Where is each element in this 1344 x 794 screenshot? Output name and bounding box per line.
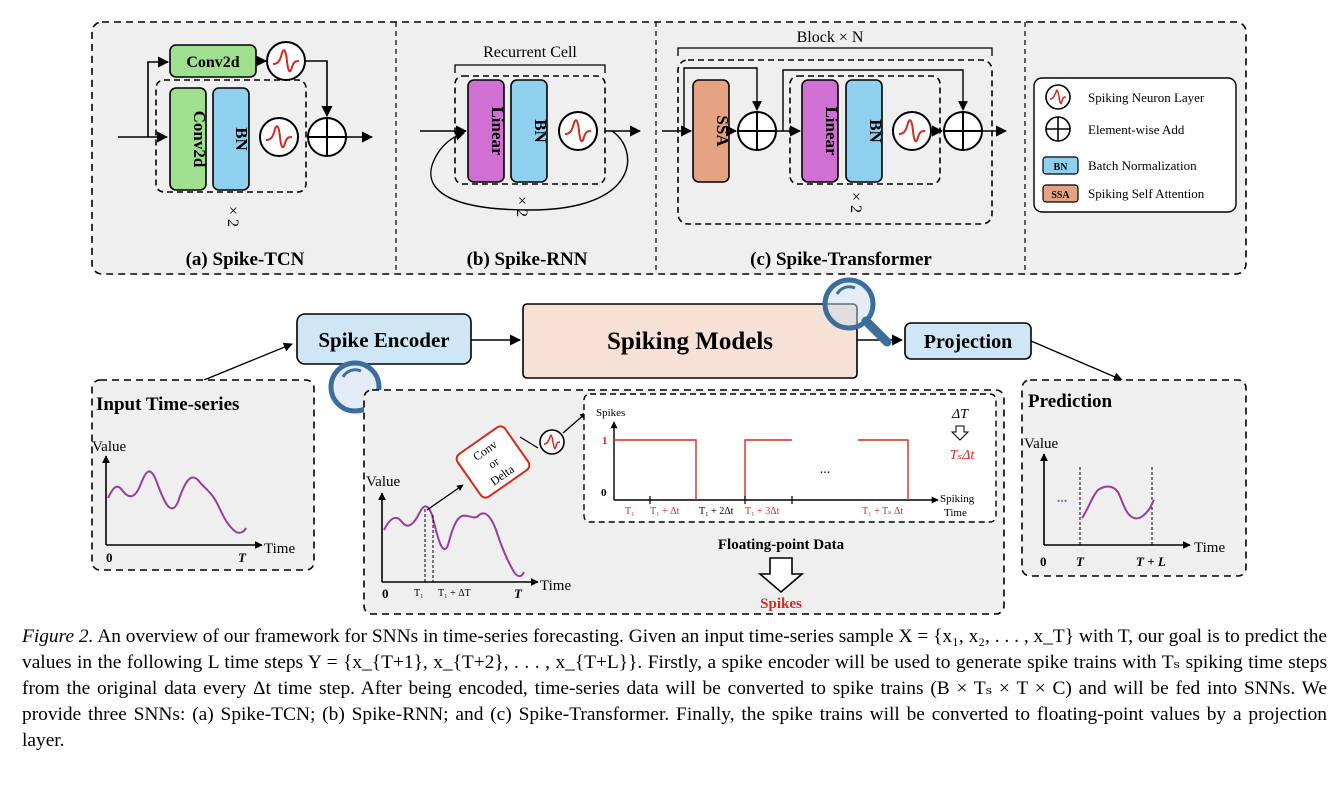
spike-transformer-block: Block × N SSA Linear BN × 2 (c) Spike-Tr… — [662, 29, 1008, 270]
recurrent-cell-label: Recurrent Cell — [483, 44, 577, 61]
legend-neuron-label: Spiking Neuron Layer — [1088, 90, 1205, 105]
input-series-line — [107, 470, 247, 534]
enc-xT: T — [514, 586, 523, 601]
spiking-models-box — [522, 303, 858, 379]
element-wise-add-icon — [1045, 116, 1071, 142]
linear-box — [801, 79, 839, 183]
input-series-panel — [91, 379, 315, 571]
pred-ylabel: Value — [1024, 436, 1058, 452]
tcn-title: (a) Spike-TCN — [186, 249, 305, 270]
conv2d-box — [169, 87, 207, 191]
pred-xlabel: Time — [1194, 540, 1225, 556]
ssa-badge — [1042, 184, 1079, 203]
input-xT: T — [238, 550, 247, 565]
element-wise-add-icon — [307, 117, 347, 157]
spikes-ellipsis: ... — [820, 462, 831, 477]
figure-caption: Figure 2. An overview of our framework f… — [22, 624, 1327, 754]
enc-series-line — [383, 505, 525, 578]
bn-label: BN — [531, 119, 550, 143]
transformer-title: (c) Spike-Transformer — [750, 249, 932, 270]
big-down-arrow-icon — [757, 557, 805, 594]
bn-badge — [1042, 156, 1079, 175]
spike-encoder-box — [296, 313, 472, 365]
legend-bn-label: Batch Normalization — [1088, 158, 1197, 173]
spiking-neuron-icon — [259, 117, 299, 157]
enc-t1: T₁ — [414, 588, 424, 599]
spikes-ylabel: Spikes — [596, 407, 625, 419]
caption-figure-label: Figure 2. — [22, 626, 94, 647]
spiking-neuron-icon — [539, 429, 565, 455]
prediction-series-line — [1081, 485, 1155, 520]
conv2d-label: Conv2d — [190, 111, 209, 168]
ssa-badge-text: SSA — [1051, 190, 1070, 201]
spiking-neuron-icon — [558, 111, 598, 151]
ts-dt-label: TₛΔt — [950, 448, 976, 463]
pred-dots: ... — [1057, 491, 1068, 506]
projection-label: Projection — [924, 331, 1013, 353]
spikes-zero: 0 — [601, 487, 607, 499]
bn-box — [845, 79, 883, 183]
element-wise-add-icon — [943, 111, 983, 151]
legend-add-label: Element-wise Add — [1088, 122, 1185, 137]
ssa-label: SSA — [713, 115, 732, 147]
pred-xT: T — [1076, 554, 1085, 569]
enc-x0: 0 — [382, 586, 389, 601]
enc-ylabel: Value — [366, 474, 400, 490]
tick-t1-tsdt: T₁ + Tₛ Δt — [862, 506, 903, 517]
pred-xTL: T + L — [1136, 554, 1166, 569]
tick-t1-dt: T₁ + Δt — [650, 506, 680, 517]
prediction-panel — [1021, 379, 1247, 577]
input-title: Input Time-series — [96, 394, 239, 415]
delta-T-label: ΔT — [951, 407, 969, 422]
spike-pulse-3 — [858, 439, 909, 500]
conv2d-top-label: Conv2d — [186, 54, 239, 71]
spikes-one: 1 — [602, 435, 608, 447]
enc-xlabel: Time — [540, 578, 571, 594]
rnn-repeat: × 2 — [513, 196, 530, 217]
bn-box — [212, 87, 250, 191]
bn-label: BN — [232, 127, 251, 151]
input-ylabel: Value — [92, 439, 126, 455]
legend: Spiking Neuron Layer Element-wise Add BN… — [1033, 77, 1237, 213]
prediction-title: Prediction — [1028, 391, 1113, 412]
enc-t1dt: T₁ + ΔT — [438, 588, 471, 599]
spiking-models-label: Spiking Models — [607, 328, 773, 355]
bn-box — [510, 79, 548, 183]
element-wise-add-icon — [737, 111, 777, 151]
spiking-neuron-icon — [266, 41, 306, 81]
spiking-neuron-icon — [1045, 84, 1071, 110]
spiking-time-label-1: Spiking — [940, 493, 975, 505]
spike-pulse-2 — [744, 439, 792, 500]
pred-x0: 0 — [1040, 554, 1047, 569]
tick-t1-3dt: T₁ + 3Δt — [745, 506, 780, 517]
spike-train-box — [583, 393, 997, 523]
spiking-time-label-2: Time — [944, 507, 967, 519]
down-arrow-icon — [950, 425, 970, 441]
legend-ssa-label: Spiking Self Attention — [1088, 186, 1205, 201]
tick-t1-2dt: T₁ + 2Δt — [699, 506, 734, 517]
tcn-repeat: × 2 — [224, 206, 241, 227]
bn-label: BN — [866, 119, 885, 143]
float-data-label: Floating-point Data — [718, 537, 845, 553]
tick-t1: T₁ — [625, 506, 635, 517]
spiking-neuron-icon — [892, 111, 932, 151]
spike-rnn-block: Recurrent Cell Linear BN × 2 (b) Spike-R… — [420, 44, 642, 270]
linear-label: Linear — [822, 106, 841, 156]
framework-diagram: Conv2d Conv2d BN × 2 (a) Spike-TCN Recur… — [91, 21, 1247, 615]
top-panel — [91, 21, 1247, 275]
input-x0: 0 — [106, 550, 113, 565]
spike-pulse-1 — [614, 439, 697, 500]
spike-tcn-block: Conv2d Conv2d BN × 2 (a) Spike-TCN — [118, 41, 374, 270]
spikes-output-label: Spikes — [760, 596, 802, 612]
transformer-repeat: × 2 — [847, 192, 864, 213]
block-label: Block × N — [797, 29, 864, 46]
linear-label: Linear — [488, 106, 507, 156]
bn-badge-text: BN — [1054, 162, 1069, 173]
input-xlabel: Time — [264, 541, 295, 557]
linear-box — [467, 79, 505, 183]
rnn-title: (b) Spike-RNN — [467, 249, 588, 270]
spike-encoder-label: Spike Encoder — [318, 328, 449, 352]
caption-text: An overview of our framework for SNNs in… — [22, 626, 1327, 751]
